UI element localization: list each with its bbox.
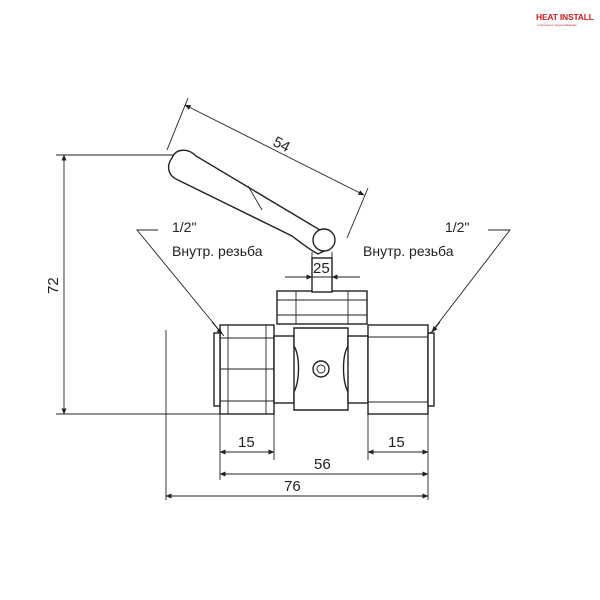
logo-subtitle: отопление и водоснабжение bbox=[537, 23, 577, 27]
dim-left-thread-length: 15 bbox=[238, 434, 255, 451]
dim-handle-length: 54 bbox=[270, 133, 293, 156]
right-thread-type: Внутр. резьба bbox=[363, 243, 454, 259]
valve-handle bbox=[167, 149, 336, 255]
left-thread-size: 1/2" bbox=[172, 219, 196, 235]
valve-body bbox=[213, 257, 435, 415]
left-hex-end bbox=[219, 324, 275, 415]
dim-total-length: 76 bbox=[284, 478, 301, 495]
right-neck bbox=[347, 335, 369, 404]
right-round-end bbox=[367, 324, 429, 415]
dim-stem-width: 25 bbox=[313, 260, 330, 277]
left-thread-type: Внутр. резьба bbox=[172, 243, 263, 259]
dim-right-thread-length: 15 bbox=[388, 434, 405, 451]
dim-body-length: 56 bbox=[314, 456, 331, 473]
bonnet-nut bbox=[276, 290, 368, 325]
dimension-lines bbox=[56, 97, 511, 500]
logo-title: HEAT INSTALL bbox=[536, 12, 594, 22]
handle-knob bbox=[312, 228, 336, 252]
handle-lever bbox=[167, 149, 334, 255]
brand-logo: HEAT INSTALL отопление и водоснабжение bbox=[536, 12, 594, 34]
dim-total-height: 72 bbox=[45, 277, 62, 294]
center-screw bbox=[312, 360, 330, 378]
right-thread-size: 1/2" bbox=[445, 219, 469, 235]
left-neck bbox=[273, 335, 295, 404]
